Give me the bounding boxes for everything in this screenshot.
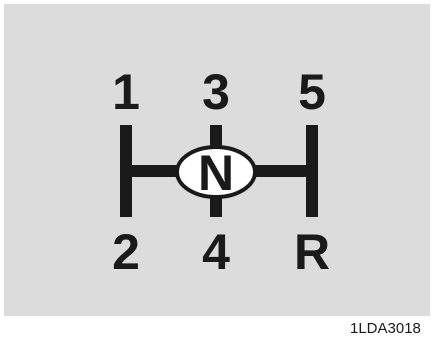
gear-3-label: 3 <box>202 64 230 120</box>
gear-reverse-label: R <box>293 224 331 280</box>
gear-4-label: 4 <box>202 224 230 280</box>
gear-2-label: 2 <box>112 224 140 280</box>
neutral-label: N <box>198 145 234 201</box>
gear-5-label: 5 <box>298 64 326 120</box>
gear-1-label: 1 <box>112 64 140 120</box>
neutral-ellipse <box>175 145 257 199</box>
figure-code: 1LDA3018 <box>350 320 421 337</box>
